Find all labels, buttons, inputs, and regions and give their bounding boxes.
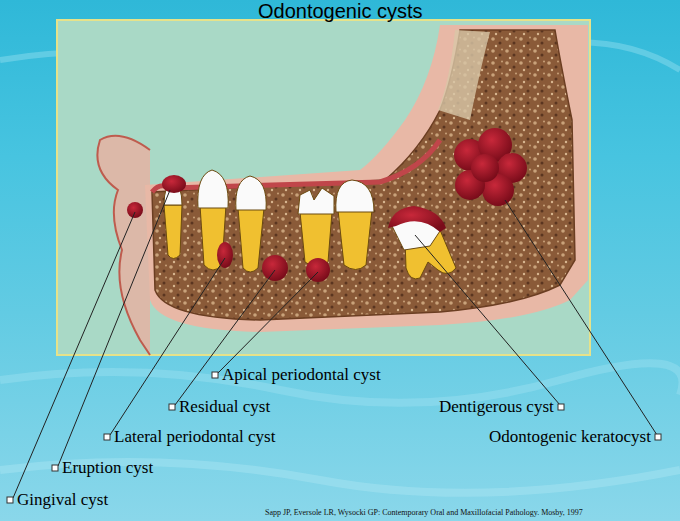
cyst-label: Dentigerous cyst <box>439 397 554 417</box>
cyst-label: Eruption cyst <box>62 458 153 478</box>
cyst-label: Gingival cyst <box>17 490 108 510</box>
cyst-label: Lateral periodontal cyst <box>114 427 275 447</box>
cyst-label: Odontogenic keratocyst <box>489 427 651 447</box>
cyst-label: Apical periodontal cyst <box>222 365 381 385</box>
diagram-title: Odontogenic cysts <box>258 0 423 22</box>
citation: Sapp JP, Eversole LR, Wysocki GP: Contem… <box>265 508 583 518</box>
cyst-label: Residual cyst <box>179 397 270 417</box>
